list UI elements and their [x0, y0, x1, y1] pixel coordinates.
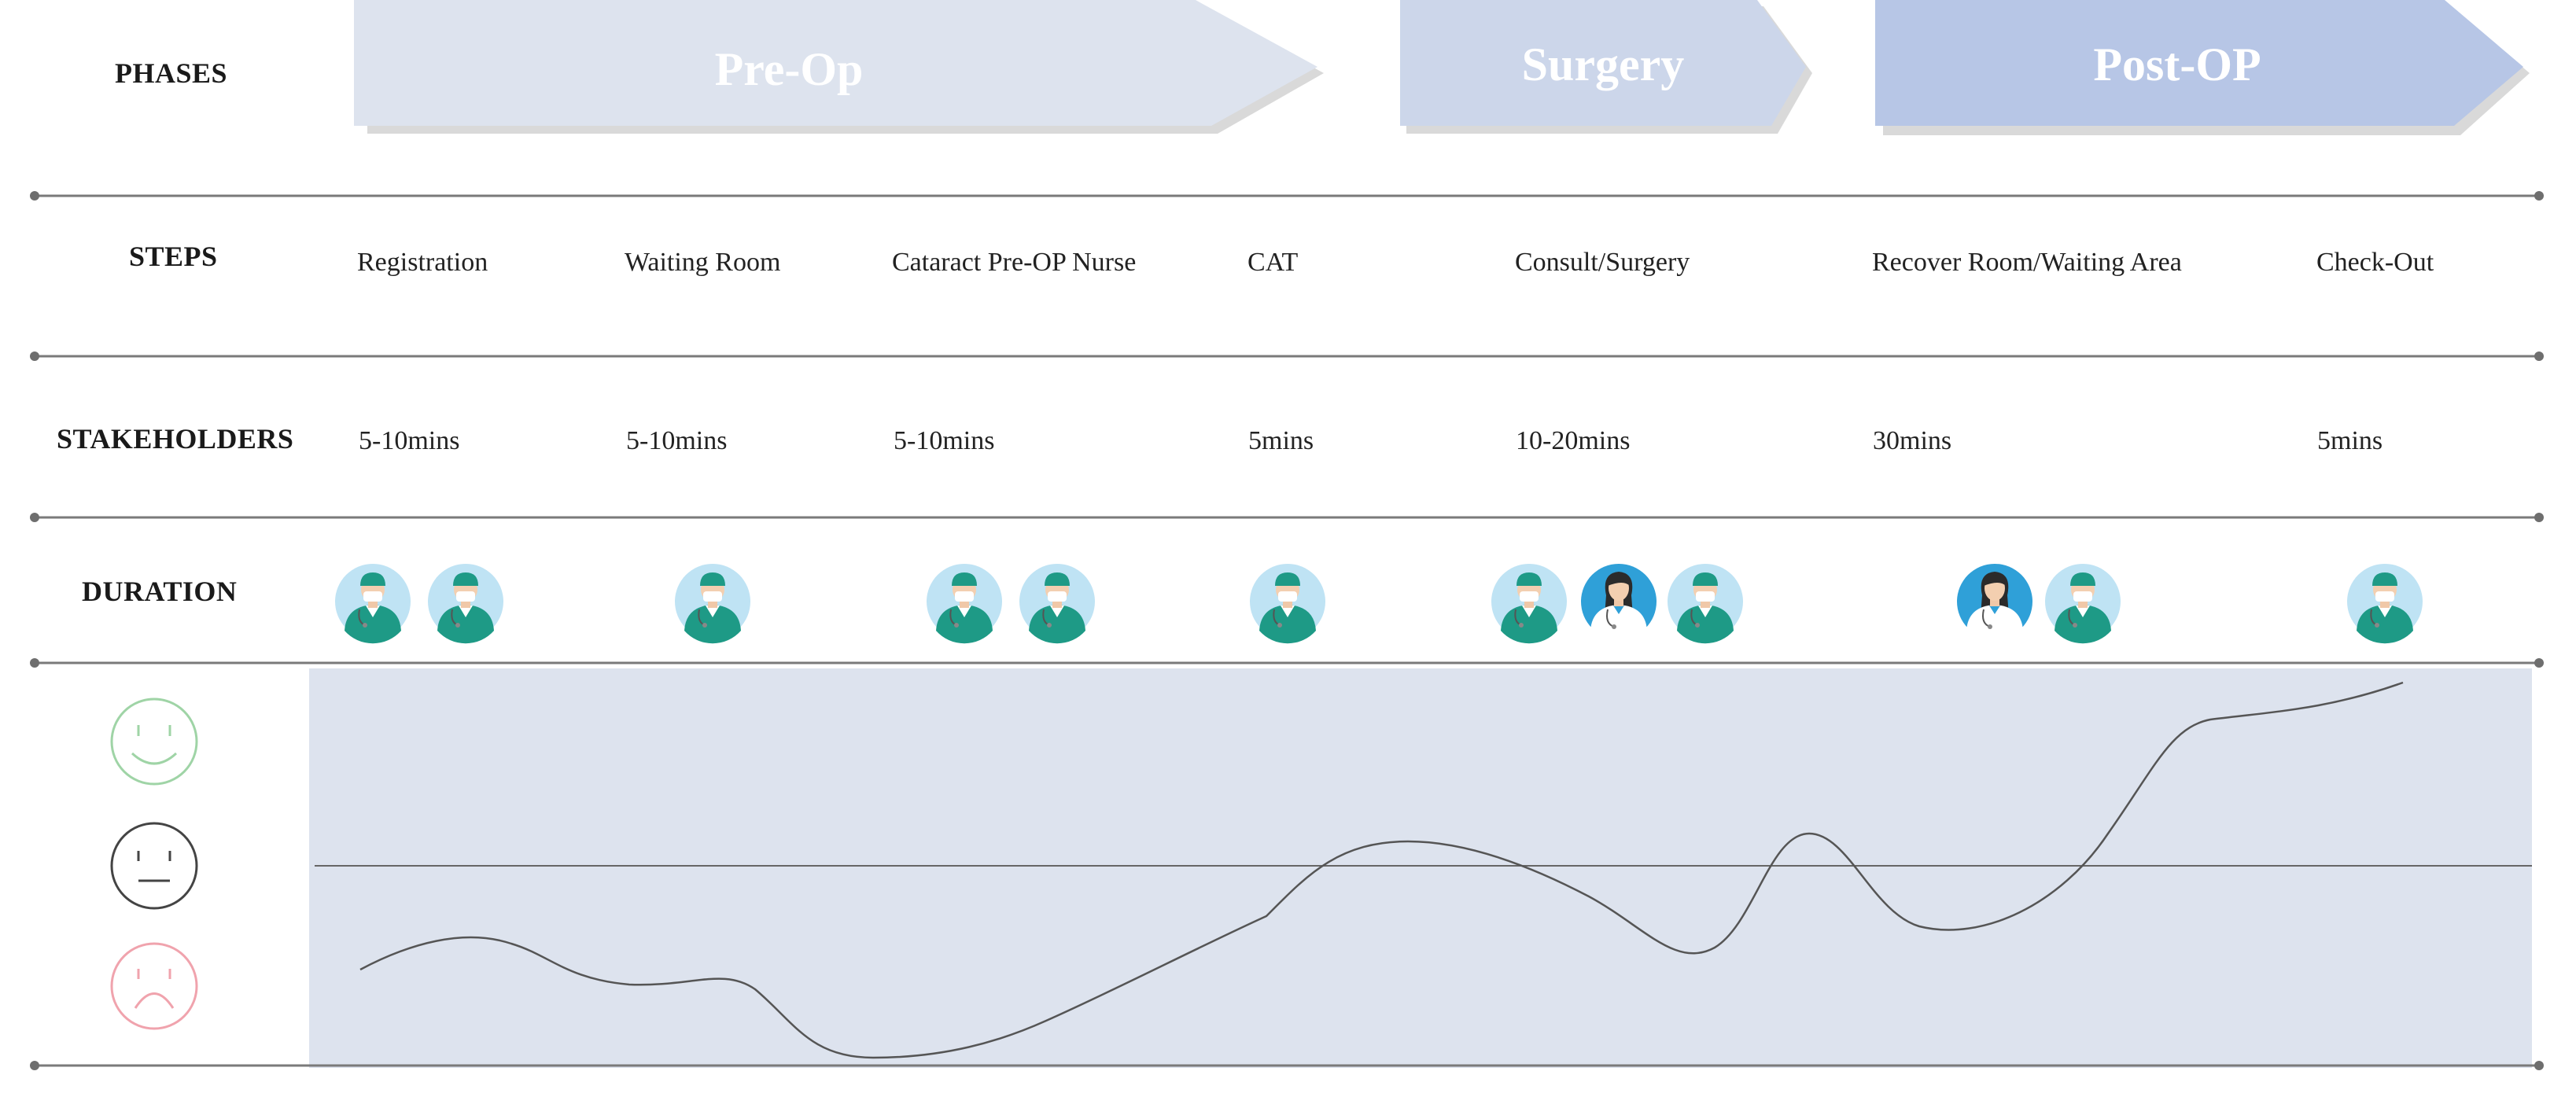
- phase-label-pre-op: Pre-Op: [715, 43, 864, 95]
- phase-arrow-pre-op: Pre-Op: [354, 0, 1324, 134]
- phase-label-surgery: Surgery: [1522, 39, 1685, 90]
- bottom-divider-end-dot: [2534, 1061, 2544, 1070]
- duration-cataract-pre-op-nurse: 5-10mins: [894, 426, 995, 455]
- step-label-check-out: Check-Out: [2316, 248, 2434, 277]
- step-label-registration: Registration: [357, 248, 488, 277]
- surgeon-avatar: [2346, 563, 2423, 645]
- step-label-cataract-pre-op-nurse: Cataract Pre-OP Nurse: [892, 248, 1137, 277]
- row-dividers: [30, 191, 2544, 668]
- surgeon-avatar: [334, 563, 411, 645]
- phase-arrow-surgery: Surgery: [1400, 0, 1812, 134]
- stakeholder-avatars: [334, 563, 2423, 645]
- step-label-cat: CAT: [1247, 248, 1299, 277]
- duration-waiting-room: 5-10mins: [626, 426, 728, 455]
- happy-face-icon: [110, 698, 198, 786]
- duration-row-label: DURATION: [82, 576, 238, 607]
- surgeon-avatar: [1249, 563, 1326, 645]
- emotion-curve: [359, 681, 2404, 1059]
- step-label-consult-surgery: Consult/Surgery: [1515, 248, 1690, 277]
- phase-arrow-post-op: Post-OP: [1875, 0, 2530, 135]
- step-label-recover-room: Recover Room/Waiting Area: [1872, 248, 2182, 277]
- surgeon-avatar: [427, 563, 504, 645]
- duration-cat: 5mins: [1248, 426, 1314, 455]
- surgeon-avatar: [1019, 563, 1096, 645]
- duration-check-out: 5mins: [2317, 426, 2383, 455]
- surgeon-avatar: [1491, 563, 1568, 645]
- emotion-chart-area: [309, 668, 2532, 1068]
- surgeon-avatar: [926, 563, 1003, 645]
- duration-recover-room: 30mins: [1873, 426, 1952, 455]
- neutral-face-icon: [110, 822, 198, 910]
- phase-label-post-op: Post-OP: [2093, 39, 2261, 90]
- stakeholders-row-label: STAKEHOLDERS: [57, 423, 294, 455]
- step-label-waiting-room: Waiting Room: [625, 248, 781, 277]
- steps-row-label: STEPS: [129, 241, 218, 272]
- sad-face-icon: [110, 942, 198, 1030]
- doctor-avatar: [1580, 563, 1657, 645]
- bottom-divider-start-dot: [30, 1061, 39, 1070]
- doctor-avatar: [1956, 563, 2033, 645]
- surgeon-avatar: [2044, 563, 2121, 645]
- duration-registration: 5-10mins: [359, 426, 460, 455]
- phases-row-label: PHASES: [115, 57, 228, 89]
- surgeon-avatar: [1667, 563, 1744, 645]
- surgeon-avatar: [674, 563, 751, 645]
- duration-consult-surgery: 10-20mins: [1516, 426, 1631, 455]
